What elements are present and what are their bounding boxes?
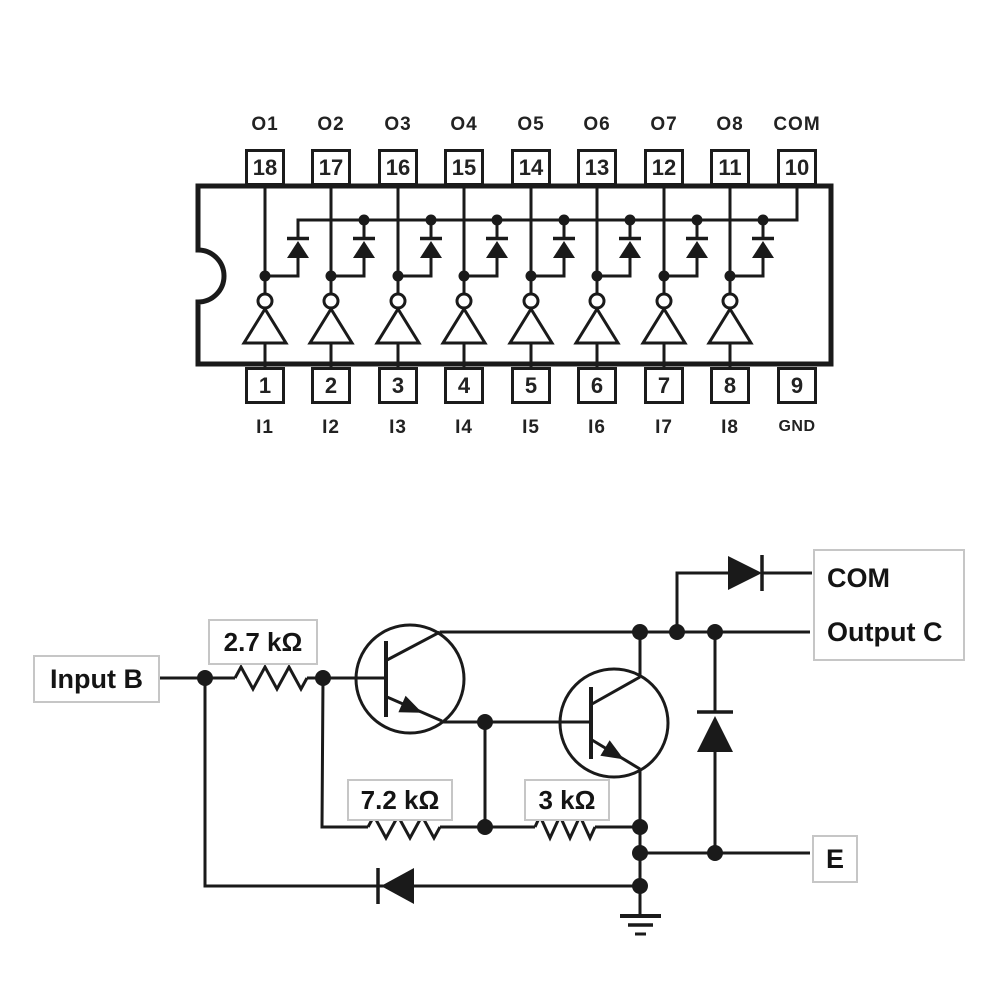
bottom-pin-7: 7 xyxy=(644,367,684,404)
top-pin-17: 17 xyxy=(311,149,351,186)
top-label-o2: O2 xyxy=(317,114,345,135)
bottom-pin-2: 2 xyxy=(311,367,351,404)
bottom-pin-6: 6 xyxy=(577,367,617,404)
top-label-o8: O8 xyxy=(716,114,744,135)
bottom-label-i8: I8 xyxy=(721,417,739,438)
junction-dots xyxy=(197,624,723,894)
com-terminal-label: COM xyxy=(827,562,890,593)
top-pin-18: 18 xyxy=(245,149,285,186)
resistor-2k7-icon xyxy=(233,663,309,693)
com-bus-wire xyxy=(296,188,799,238)
top-pin-11: 11 xyxy=(710,149,750,186)
bottom-pin-3: 3 xyxy=(378,367,418,404)
bottom-label-i6: I6 xyxy=(588,417,606,438)
bottom-pin-9: 9 xyxy=(777,367,817,404)
output-c-terminal-label: Output C xyxy=(827,616,943,647)
com-output-terminal-box: COM Output C xyxy=(813,549,965,661)
top-pin-15: 15 xyxy=(444,149,484,186)
top-pin-12: 12 xyxy=(644,149,684,186)
darlington-schematic xyxy=(160,555,812,936)
resistor-2k7-label: 2.7 kΩ xyxy=(208,619,318,665)
top-pin-13: 13 xyxy=(577,149,617,186)
bottom-label-i4: I4 xyxy=(455,417,473,438)
ic-pinout-diagram xyxy=(195,183,834,369)
bottom-pin-1: 1 xyxy=(245,367,285,404)
bottom-pin-8: 8 xyxy=(710,367,750,404)
bottom-label-i1: I1 xyxy=(256,417,274,438)
transistor-1-icon xyxy=(354,623,466,735)
com-diode-branch xyxy=(675,555,812,632)
bottom-label-i3: I3 xyxy=(389,417,407,438)
top-pin-10: 10 xyxy=(777,149,817,186)
top-pin-14: 14 xyxy=(511,149,551,186)
bottom-label-i2: I2 xyxy=(322,417,340,438)
top-label-o7: O7 xyxy=(650,114,678,135)
ground-icon xyxy=(620,914,661,936)
top-label-o3: O3 xyxy=(384,114,412,135)
bottom-pin-4: 4 xyxy=(444,367,484,404)
input-b-terminal-label: Input B xyxy=(33,655,160,703)
top-label-o5: O5 xyxy=(517,114,545,135)
e-terminal-label: E xyxy=(812,835,858,883)
top-pin-16: 16 xyxy=(378,149,418,186)
bottom-pin-5: 5 xyxy=(511,367,551,404)
ic-body-outline xyxy=(195,183,834,367)
top-label-o6: O6 xyxy=(583,114,611,135)
input-clamp-diode-branch xyxy=(203,678,640,904)
output-clamp-diode-icon xyxy=(697,632,733,853)
bottom-label-gnd: GND xyxy=(778,418,816,435)
bottom-label-i5: I5 xyxy=(522,417,540,438)
resistor-3k-label: 3 kΩ xyxy=(524,779,610,821)
top-label-o1: O1 xyxy=(251,114,279,135)
top-label-com: COM xyxy=(773,114,821,135)
top-label-o4: O4 xyxy=(450,114,478,135)
channel-1 xyxy=(242,186,311,369)
bottom-label-i7: I7 xyxy=(655,417,673,438)
resistor-7k2-label: 7.2 kΩ xyxy=(347,779,453,821)
